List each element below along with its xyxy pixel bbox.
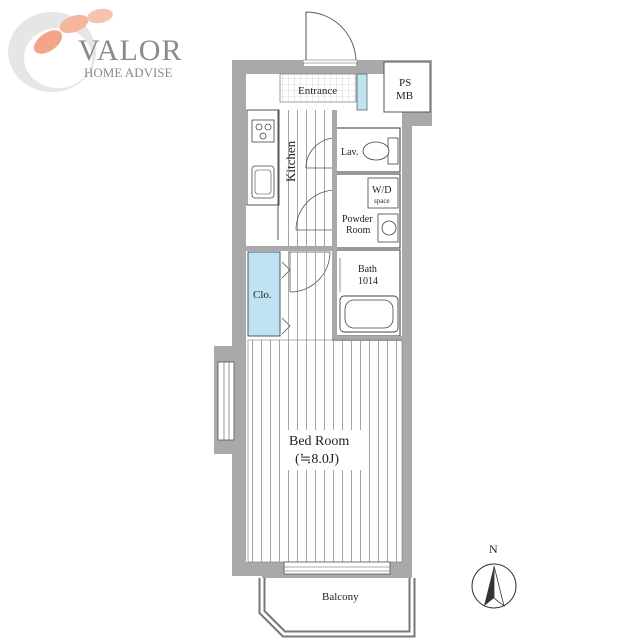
room-label-balcony: Balcony	[322, 591, 359, 603]
north-arrow-icon	[484, 566, 494, 606]
bay-window	[214, 346, 235, 454]
compass-north-label: N	[489, 542, 498, 556]
entrance-door	[302, 11, 358, 66]
balcony-window	[283, 561, 391, 575]
room-label-bath-size: 1014	[358, 276, 378, 287]
room-label-powder-room: Room	[346, 225, 371, 236]
stove-icon	[251, 119, 275, 143]
lavatory-room: Lav.	[305, 127, 401, 173]
north-compass: N	[471, 542, 517, 609]
room-label-bath: Bath	[358, 264, 377, 275]
sink-icon	[251, 165, 275, 199]
ps-mb-room: PS MB	[383, 61, 431, 113]
bath-room: Bath 1014	[335, 249, 401, 337]
inner-wall	[246, 246, 336, 251]
inner-wall-right	[332, 110, 337, 340]
room-label-wd-space: space	[374, 197, 390, 205]
room-label-powder: Powder	[342, 214, 373, 225]
brand-logo: VALOR HOME ADVISE	[8, 8, 182, 92]
washbasin-icon	[377, 213, 399, 243]
inner-wall-bath-bottom	[332, 336, 402, 341]
room-label-bedroom: Bed Room	[289, 434, 349, 449]
room-label-wd: W/D	[372, 185, 391, 196]
bedroom: Bed Room (≒8.0J)	[247, 252, 403, 563]
brand-name: VALOR	[78, 34, 182, 67]
entrance-area: Entrance	[279, 73, 368, 111]
logo-mark	[8, 8, 113, 92]
room-label-entrance: Entrance	[298, 85, 337, 97]
bathtub-icon	[339, 295, 399, 333]
powder-room: W/D space Powder Room	[295, 173, 401, 249]
room-label-mb: MB	[396, 90, 413, 102]
room-label-ps: PS	[399, 77, 411, 89]
room-label-closet: Clo.	[253, 289, 272, 301]
brand-subtitle: HOME ADVISE	[84, 65, 173, 80]
room-label-bedroom-size: (≒8.0J)	[295, 452, 339, 467]
wd-space	[367, 177, 399, 209]
room-label-kitchen: Kitchen	[283, 140, 298, 182]
kitchen-area: Kitchen	[246, 109, 332, 246]
toilet-icon	[362, 137, 399, 165]
balcony: Balcony	[258, 578, 416, 638]
room-label-lav: Lav.	[341, 147, 358, 158]
closet: Clo.	[247, 251, 291, 337]
shoe-box	[356, 73, 368, 111]
